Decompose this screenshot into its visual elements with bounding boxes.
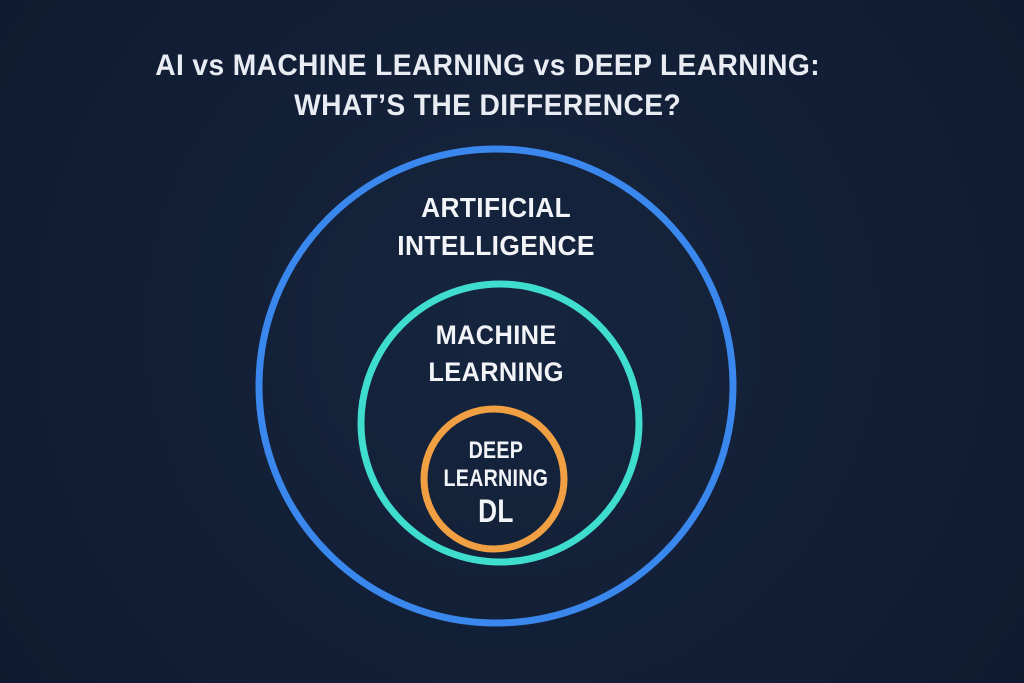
ml-label-line2: LEARNING [428,357,564,387]
dl-label-line1: DEEP [468,437,524,464]
dl-abbreviation: DL [478,493,514,529]
page-title-line2: WHAT’S THE DIFFERENCE? [294,89,682,122]
machine-learning-circle [357,280,643,566]
machine-learning-label-text: MACHINE LEARNING [428,317,564,391]
page-title-text: AI vs MACHINE LEARNING vs DEEP LEARNING:… [156,46,821,126]
ml-label-line1: MACHINE [435,320,557,350]
ai-label-line1: ARTIFICIAL [421,192,571,223]
artificial-intelligence-label: ARTIFICIAL INTELLIGENCE [8,189,984,265]
page-title-line1: AI vs MACHINE LEARNING vs DEEP LEARNING: [155,49,821,82]
ai-label-line2: INTELLIGENCE [397,230,595,261]
deep-learning-circle [420,405,568,553]
dl-label-line2: LEARNING [443,465,549,492]
page-title: AI vs MACHINE LEARNING vs DEEP LEARNING:… [0,46,976,126]
artificial-intelligence-circle [255,145,737,627]
machine-learning-label: MACHINE LEARNING [8,317,984,391]
artificial-intelligence-label-text: ARTIFICIAL INTELLIGENCE [397,189,595,265]
